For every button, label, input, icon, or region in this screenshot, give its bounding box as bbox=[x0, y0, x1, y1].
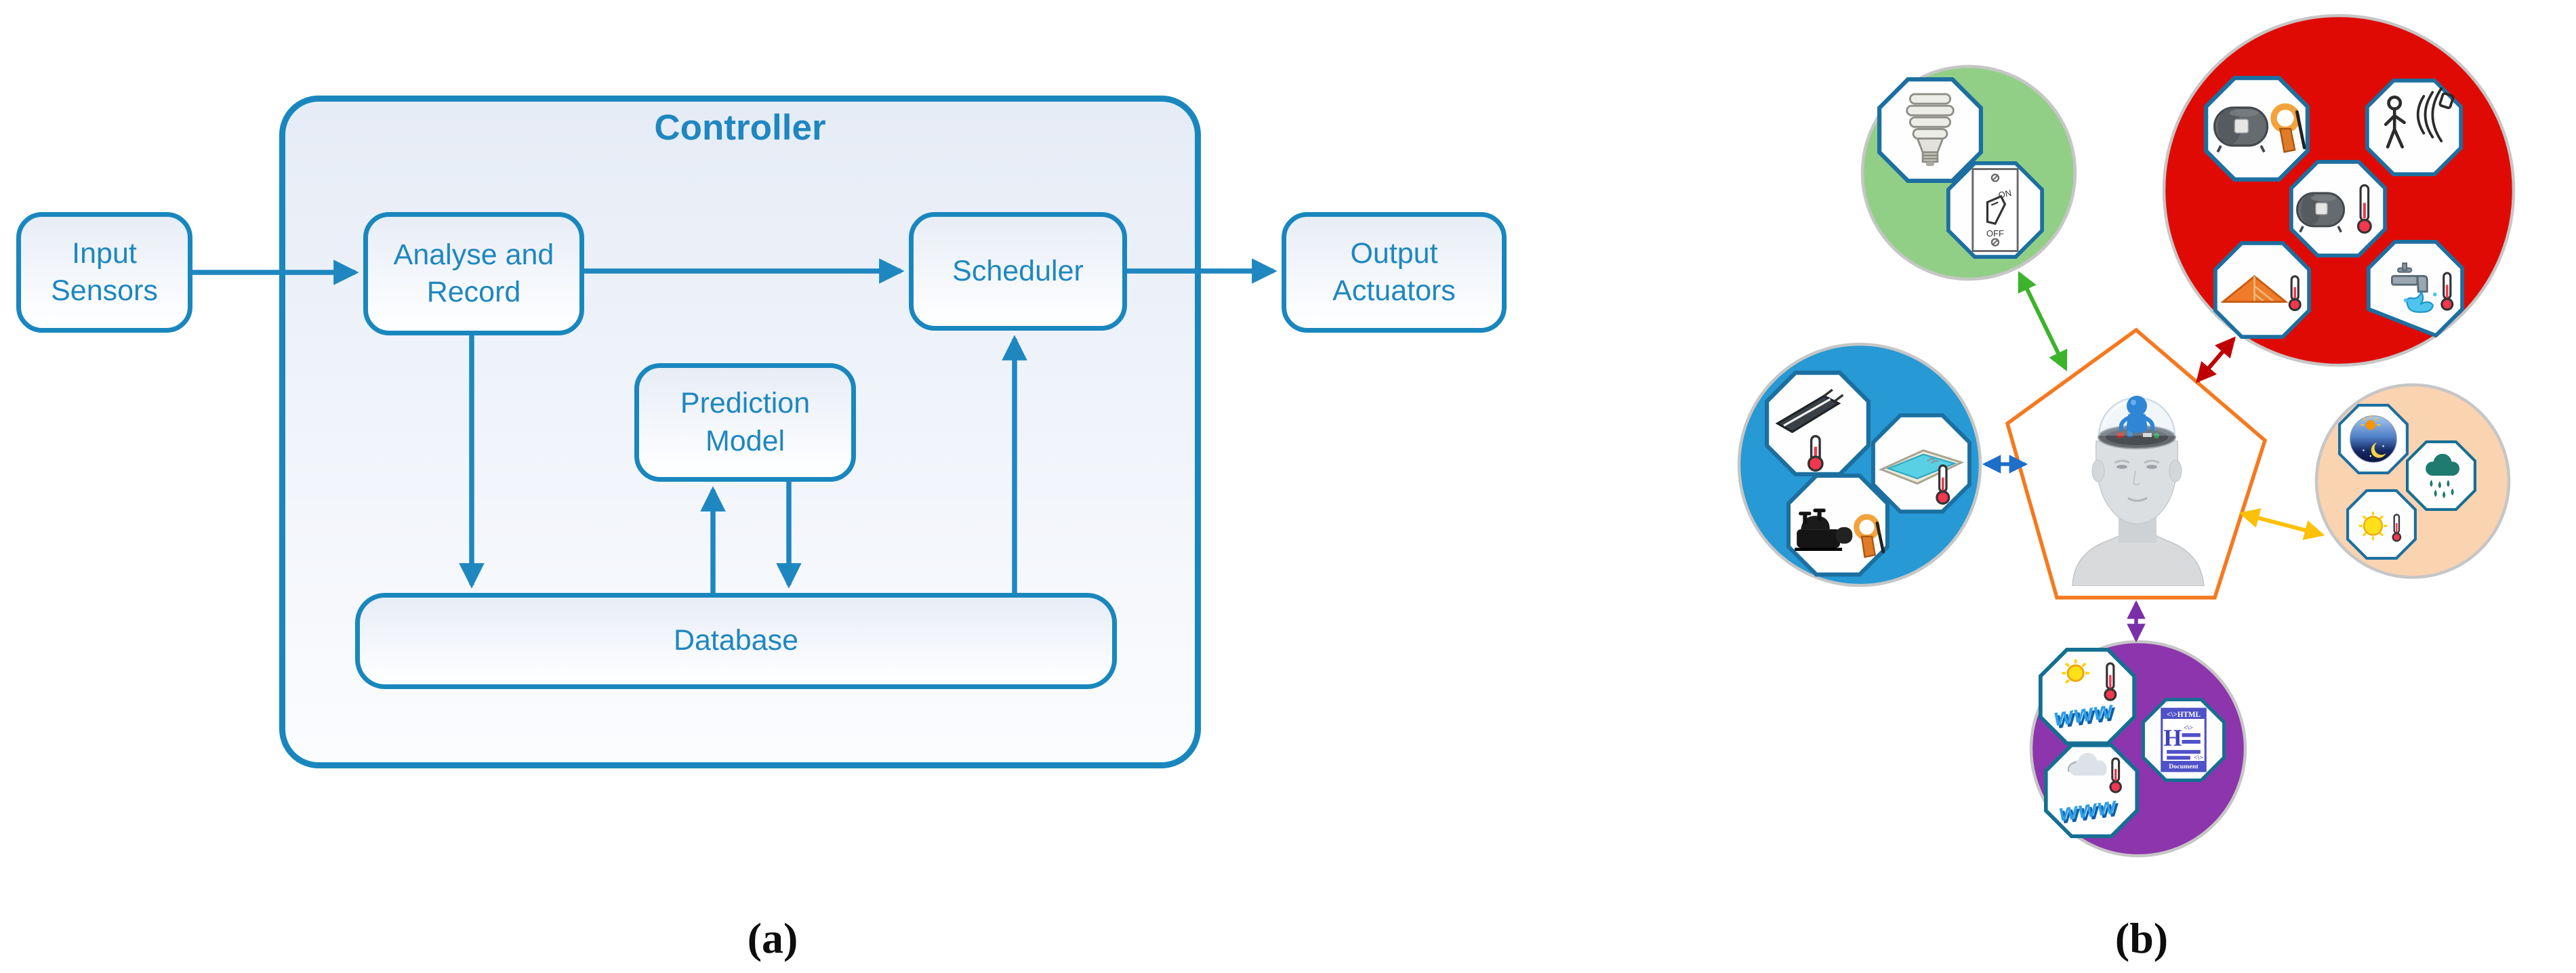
octagon-pool-pump-clamp bbox=[1786, 474, 1889, 577]
motion-sensor-icon bbox=[2384, 87, 2455, 149]
panel-a-label: (a) bbox=[747, 914, 798, 962]
octagon-html-document: <\>HTML H <\> <\> Document bbox=[2142, 698, 2226, 782]
day-night-icon bbox=[2350, 415, 2397, 463]
node-scheduler-label: Scheduler bbox=[952, 254, 1084, 287]
octagon-cfl-bulb bbox=[1877, 77, 1983, 183]
node-database: Database bbox=[355, 593, 1117, 689]
node-input-sensors-label: Input Sensors bbox=[51, 236, 158, 307]
html-letter: H bbox=[2163, 725, 2182, 751]
pool-thermometer-icon bbox=[1878, 449, 1965, 505]
html-header-label: <\>HTML bbox=[2167, 711, 2201, 719]
node-output-actuators: Output Actuators bbox=[1282, 212, 1507, 333]
water-heater-clamp-meter-icon bbox=[2213, 103, 2306, 153]
switch-off-label: OFF bbox=[1986, 228, 2004, 239]
diagram-b-layer: ON OFF bbox=[1737, 14, 2516, 858]
node-scheduler: Scheduler bbox=[909, 212, 1127, 331]
head-with-agent-icon bbox=[2072, 396, 2205, 586]
octagon-light-switch: ON OFF bbox=[1946, 161, 2044, 259]
node-analyse-record: Analyse and Record bbox=[363, 212, 584, 335]
octagon-sun-thermo bbox=[2346, 489, 2417, 560]
html-tag: <\> bbox=[2194, 754, 2203, 762]
controller-title: Controller bbox=[654, 108, 826, 148]
diagram-a-arrows-layer bbox=[192, 258, 1277, 593]
solar-collector-thermometer-icon bbox=[1775, 388, 1844, 472]
sun-thermometer-icon bbox=[2358, 512, 2402, 542]
octagon-tap-thermo bbox=[2367, 240, 2464, 337]
arrow-lighting-cluster bbox=[2018, 270, 2068, 372]
octagon-roof-thermo bbox=[2213, 241, 2311, 339]
octagon-web-cloud-thermo: www www bbox=[2044, 743, 2139, 838]
html-document-icon: <\>HTML H <\> <\> Document bbox=[2161, 707, 2207, 772]
roof-thermometer-icon bbox=[2220, 274, 2302, 312]
rain-cloud-icon bbox=[2426, 453, 2460, 499]
octagon-water-heater-clamp bbox=[2204, 76, 2310, 182]
arrow-weather-cluster bbox=[2238, 508, 2325, 541]
web-sun-thermometer-icon: www www bbox=[2052, 659, 2118, 734]
tap-thermometer-icon bbox=[2391, 262, 2454, 313]
html-tag: <\> bbox=[2184, 724, 2193, 732]
octagon-solar-thermo bbox=[1765, 371, 1870, 476]
node-database-label: Database bbox=[673, 624, 799, 657]
html-footer-label: Document bbox=[2169, 763, 2199, 770]
octagon-web-sun-thermo: www www bbox=[2039, 648, 2136, 745]
pool-pump-clamp-meter-icon bbox=[1795, 508, 1885, 558]
web-cloud-thermometer-icon: www www bbox=[2057, 753, 2122, 829]
arrow-hot-water-cluster bbox=[2196, 336, 2236, 384]
node-analyse-record-label: Analyse and Record bbox=[393, 238, 554, 308]
octagon-day-night bbox=[2338, 404, 2409, 474]
node-prediction-model: Prediction Model bbox=[634, 363, 856, 482]
octagon-pool-thermo bbox=[1871, 413, 1971, 514]
water-heater-thermometer-icon bbox=[2296, 184, 2372, 234]
node-prediction-model-label: Prediction Model bbox=[680, 387, 811, 457]
cfl-bulb-icon bbox=[1906, 93, 1955, 167]
octagon-rain-cloud bbox=[2406, 440, 2476, 511]
node-output-actuators-label: Output Actuators bbox=[1332, 236, 1456, 307]
octagon-water-heater-thermo bbox=[2289, 160, 2387, 257]
node-input-sensors: Input Sensors bbox=[16, 212, 192, 333]
octagon-motion-sensor bbox=[2365, 79, 2463, 176]
light-switch-icon: ON OFF bbox=[1971, 168, 2019, 252]
panel-b-label: (b) bbox=[2114, 914, 2169, 962]
